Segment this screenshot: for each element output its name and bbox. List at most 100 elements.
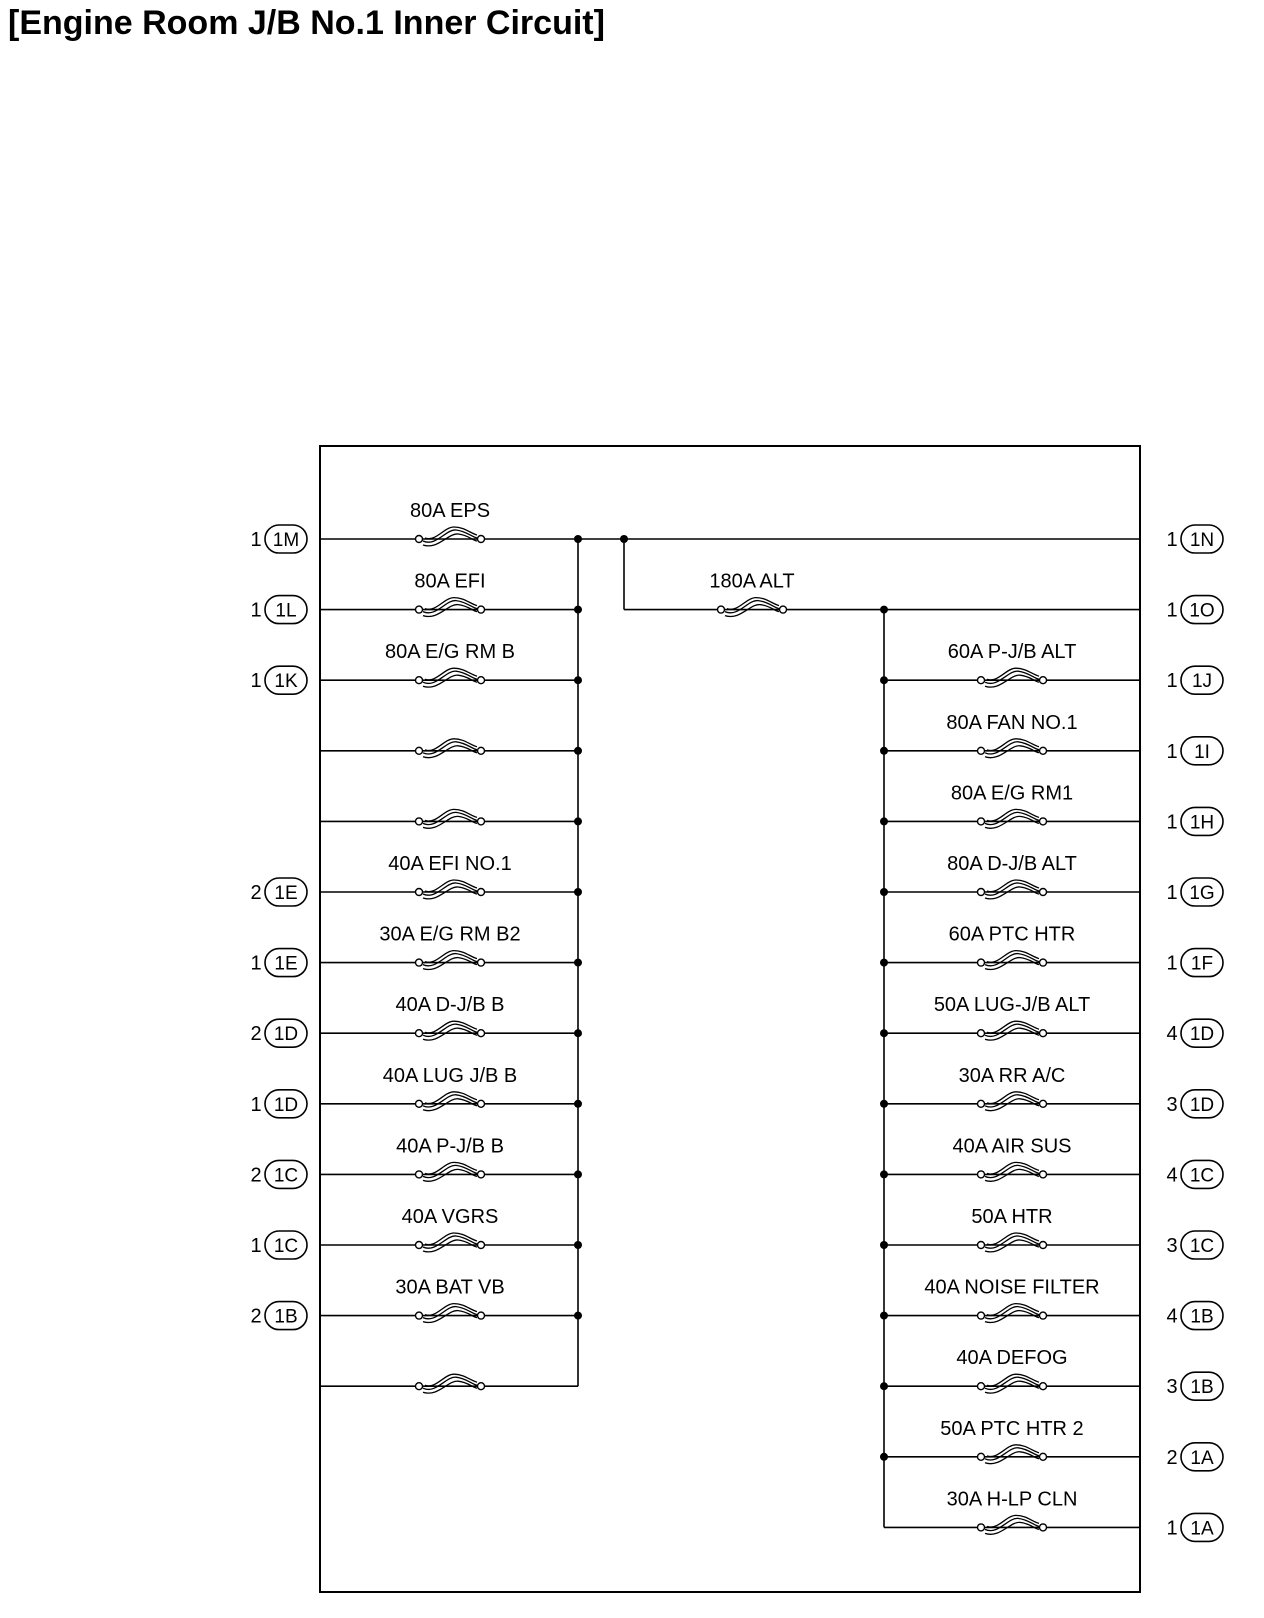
fuse-element bbox=[986, 1444, 1040, 1458]
connector-pin: 1 bbox=[1166, 600, 1177, 622]
fuse-element bbox=[984, 1094, 1040, 1108]
fuse-terminal bbox=[976, 887, 986, 897]
fuse-element bbox=[984, 1239, 1040, 1253]
fuse-label: 40A EFI NO.1 bbox=[388, 853, 511, 875]
junction-dot bbox=[574, 817, 582, 826]
fuse-element bbox=[422, 1376, 478, 1391]
fuse-element bbox=[422, 1164, 478, 1179]
fuse-terminal bbox=[414, 817, 424, 826]
connector-badge bbox=[1180, 1512, 1224, 1543]
fuse-element bbox=[422, 1239, 478, 1253]
connector-badge bbox=[264, 665, 308, 696]
fuse-symbol bbox=[976, 738, 1048, 759]
fuse-symbol bbox=[976, 1020, 1048, 1041]
fuse-label: 80A EFI bbox=[414, 571, 485, 593]
fuse-element bbox=[424, 949, 478, 963]
junction-dot bbox=[880, 1099, 888, 1108]
fuse-element bbox=[984, 1023, 1040, 1038]
connector-badge bbox=[1180, 1300, 1224, 1331]
fuse-element bbox=[726, 596, 780, 610]
fuse-symbol bbox=[976, 1161, 1048, 1182]
fuse-terminal bbox=[716, 605, 726, 614]
fuse-element bbox=[986, 1161, 1040, 1175]
fuse-element bbox=[422, 886, 478, 900]
fuse-element bbox=[422, 745, 478, 759]
fuse-element bbox=[422, 674, 478, 688]
fuse-element bbox=[984, 741, 1040, 755]
fuse-element bbox=[984, 674, 1040, 688]
fuse-terminal bbox=[1038, 676, 1048, 685]
connector-id: 1E bbox=[274, 883, 297, 904]
connector-pin: 4 bbox=[1166, 1164, 1177, 1186]
connector-badge bbox=[264, 1089, 308, 1119]
fuse-label: 30A H-LP CLN bbox=[947, 1488, 1078, 1510]
fuse-element bbox=[424, 1373, 478, 1387]
fuse-label: 40A LUG J/B B bbox=[383, 1065, 518, 1087]
junction-dot bbox=[880, 888, 888, 896]
fuse-terminal bbox=[414, 605, 424, 614]
fuse-terminal bbox=[476, 887, 486, 897]
fuse-terminal bbox=[476, 1240, 486, 1250]
junction-dot bbox=[574, 605, 582, 614]
fuse-terminal bbox=[476, 1170, 486, 1179]
fuse-element bbox=[424, 879, 478, 893]
fuse-label: 30A RR A/C bbox=[959, 1065, 1066, 1087]
fuse-terminal bbox=[778, 605, 788, 614]
junction-dot bbox=[880, 746, 888, 755]
fuse-label: 40A P-J/B B bbox=[396, 1135, 504, 1157]
fuse-element bbox=[986, 1232, 1040, 1246]
fuse-label: 40A NOISE FILTER bbox=[924, 1277, 1099, 1299]
fuse-terminal bbox=[414, 1028, 424, 1038]
connector-pin: 4 bbox=[1166, 1306, 1177, 1328]
fuse-element bbox=[984, 1447, 1040, 1461]
connector-pin: 2 bbox=[250, 1306, 261, 1328]
connector-badge bbox=[1180, 524, 1224, 554]
connector-id: 1C bbox=[274, 1165, 298, 1186]
fuse-terminal bbox=[414, 746, 424, 755]
fuse-symbol bbox=[414, 738, 486, 759]
connector-pin: 3 bbox=[1166, 1094, 1177, 1116]
fuse-element bbox=[986, 1302, 1040, 1316]
junction-dot bbox=[574, 1170, 582, 1179]
connector-pin: 1 bbox=[250, 1094, 261, 1116]
fuse-terminal bbox=[976, 1028, 986, 1038]
connector-badge bbox=[264, 1300, 308, 1331]
fuse-symbol bbox=[414, 1091, 486, 1112]
fuse-terminal bbox=[476, 1028, 486, 1038]
connector-pin: 2 bbox=[250, 882, 261, 904]
connector-id: 1G bbox=[1189, 883, 1214, 904]
fuse-element bbox=[422, 529, 478, 543]
fuse-terminal bbox=[976, 817, 986, 826]
fuse-terminal bbox=[414, 958, 424, 967]
fuse-element bbox=[984, 1309, 1040, 1324]
fuse-symbol bbox=[414, 949, 486, 971]
fuse-element bbox=[984, 1027, 1040, 1041]
fuse-terminal bbox=[976, 746, 986, 755]
connector-pin: 1 bbox=[1166, 953, 1177, 975]
junction-dot bbox=[620, 535, 628, 543]
fuse-label: 40A AIR SUS bbox=[953, 1135, 1072, 1157]
fuse-symbol bbox=[716, 596, 788, 618]
fuse-element bbox=[422, 956, 478, 971]
fuse-terminal bbox=[476, 817, 486, 826]
connector-badge bbox=[264, 1018, 308, 1049]
junction-dot bbox=[574, 676, 582, 685]
fuse-element bbox=[984, 670, 1040, 685]
junction-dot bbox=[574, 958, 582, 967]
fuse-terminal bbox=[476, 1099, 486, 1109]
connector-badge bbox=[264, 594, 308, 625]
fuse-element bbox=[422, 1309, 478, 1324]
fuse-element bbox=[984, 1521, 1040, 1535]
fuse-terminal bbox=[476, 534, 486, 544]
fuse-element bbox=[724, 599, 780, 614]
fuse-element bbox=[422, 741, 478, 755]
fuse-terminal bbox=[414, 676, 424, 685]
fuse-symbol bbox=[976, 949, 1048, 971]
fuse-terminal bbox=[1038, 1099, 1048, 1109]
fuse-label: 80A D-J/B ALT bbox=[947, 853, 1077, 875]
fuse-terminal bbox=[414, 1311, 424, 1320]
connector-id: 1D bbox=[1190, 1095, 1214, 1116]
connector-pin: 1 bbox=[1166, 670, 1177, 692]
